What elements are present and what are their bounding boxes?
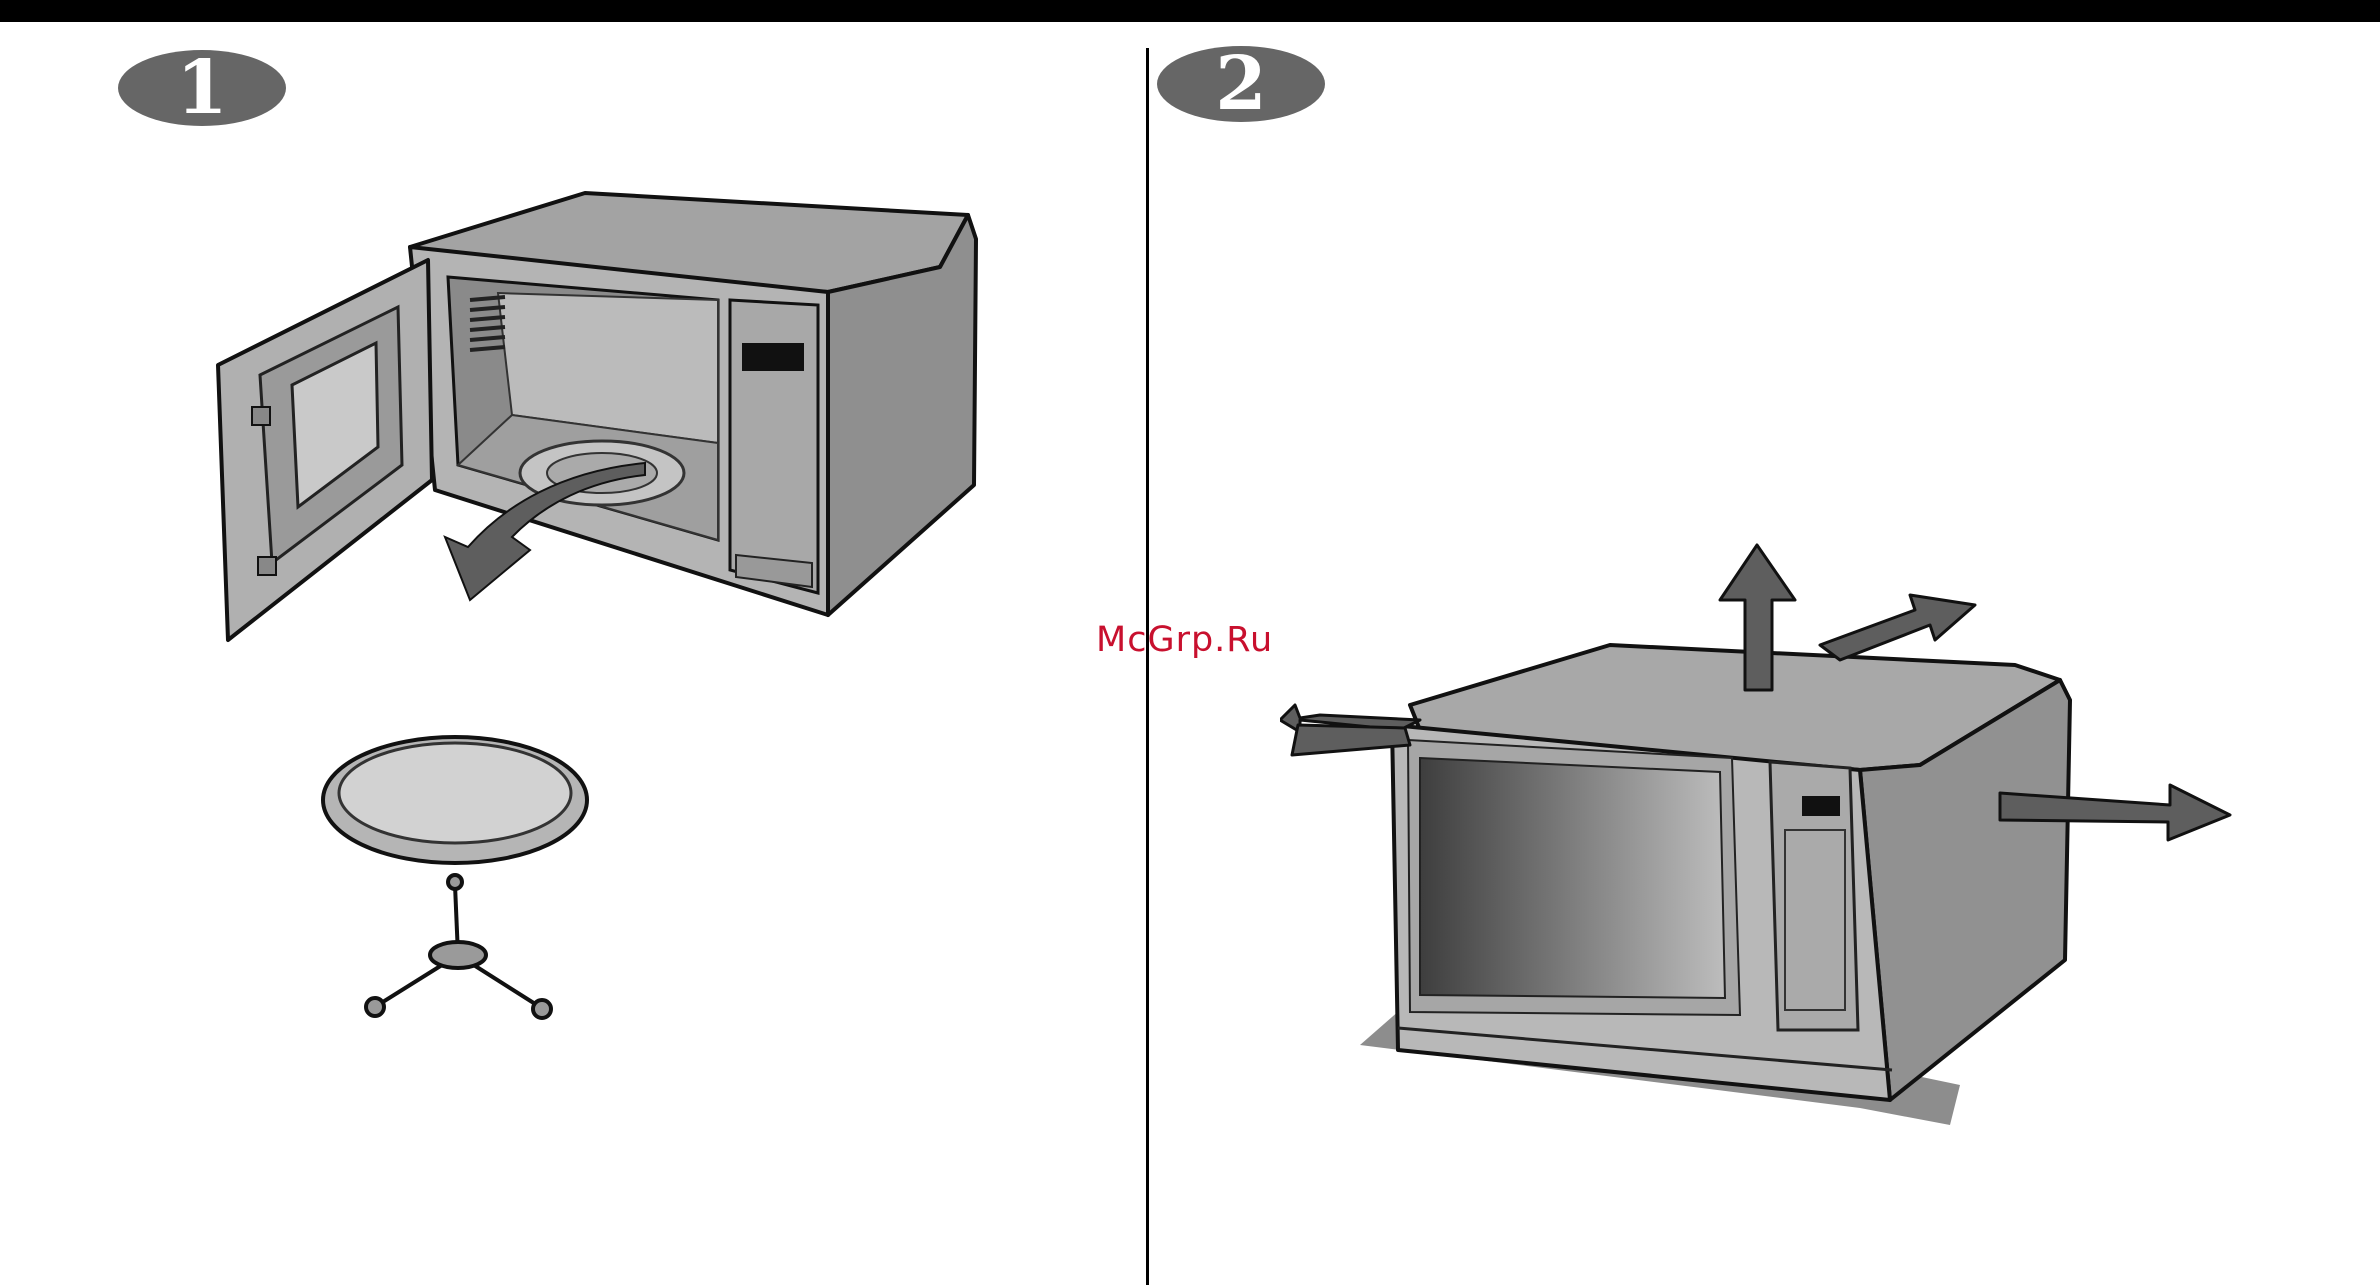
step-2-illustration [1280, 530, 2240, 1130]
top-bar [0, 0, 2380, 22]
roller-ring-icon [366, 875, 551, 1018]
microwave-closed-icon [1360, 645, 2070, 1125]
step-2-number: 2 [1155, 44, 1327, 124]
step-1-illustration [200, 185, 1000, 1045]
turntable-plate-icon [323, 737, 587, 863]
panel-divider [1146, 48, 1149, 1285]
watermark-text: McGrp.Ru [1096, 620, 1273, 660]
microwave-open-door-icon [218, 193, 976, 640]
step-1-number: 1 [116, 48, 288, 128]
step-1-badge: 1 [116, 48, 288, 128]
step-2-badge: 2 [1155, 44, 1327, 124]
